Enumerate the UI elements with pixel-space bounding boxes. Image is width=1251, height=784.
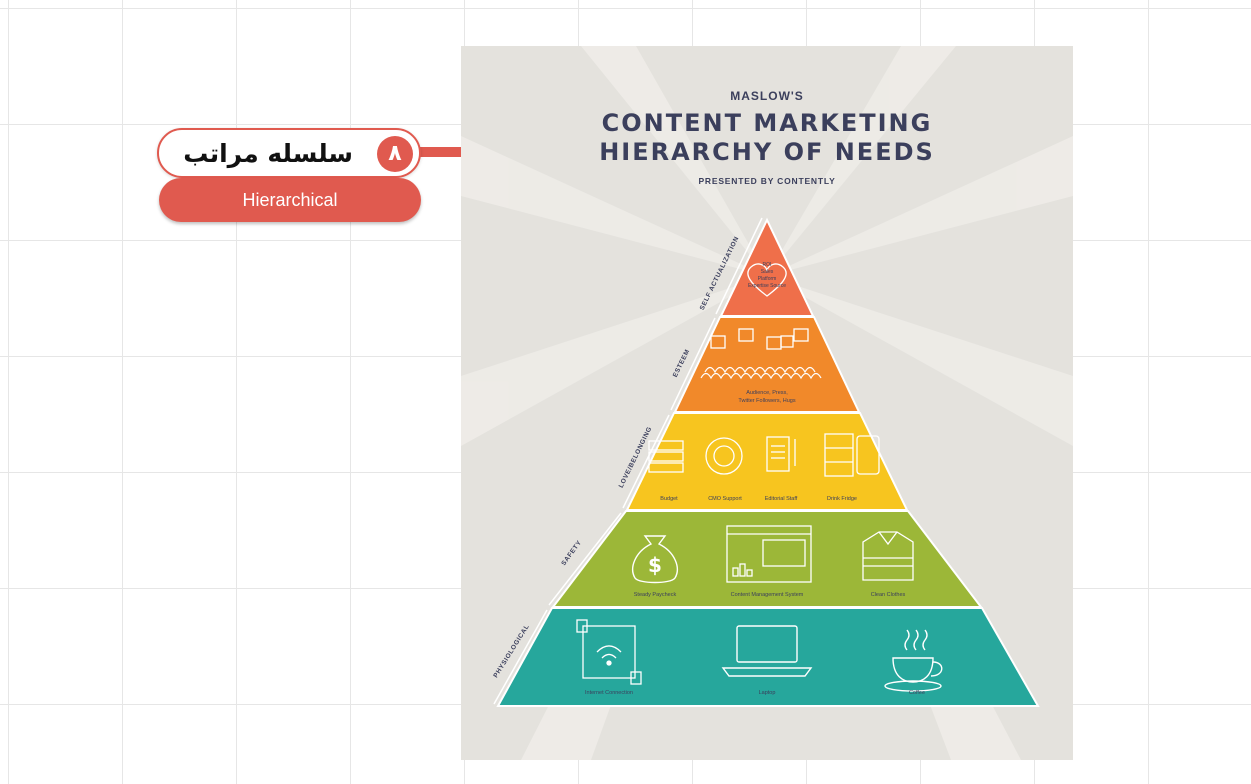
physiological-item-internet: Internet Connection: [585, 690, 633, 696]
shirt-icon: [862, 531, 914, 581]
self-actualization-item-roi: ROI: [763, 262, 772, 268]
love-belonging-item-editorial-staff: Editorial Staff: [765, 496, 798, 502]
hierarchy-badge: سلسله مراتب ٨ Hierarchical: [157, 128, 467, 224]
love-belonging-item-cmo-support: CMO Support: [708, 496, 742, 502]
physiological-item-coffee: Coffee: [909, 690, 925, 696]
badge-connector: [419, 147, 467, 157]
esteem-item-followers: Twitter Followers, Hugs: [738, 398, 795, 404]
poster-title-line1: CONTENT MARKETING: [602, 109, 933, 137]
safety-item-paycheck: Steady Paycheck: [634, 592, 677, 598]
drink-fridge-icon: [824, 433, 880, 477]
poster-pretitle: MASLOW'S: [730, 89, 804, 103]
coffee-cup-icon: [884, 629, 943, 692]
laptop-icon: [721, 625, 813, 677]
poster-byline: PRESENTED BY CONTENTLY: [698, 176, 835, 186]
audience-crowd-icon: [700, 366, 822, 380]
money-bag-icon: $: [632, 535, 678, 584]
cmo-badge-icon: [705, 437, 743, 475]
cms-window-icon: [726, 525, 812, 583]
heart-icon: [747, 263, 787, 297]
badge-number: ٨: [377, 136, 413, 172]
badge-subtitle: Hierarchical: [159, 178, 421, 222]
physiological-item-laptop: Laptop: [759, 690, 776, 696]
svg-text:$: $: [648, 553, 662, 577]
self-actualization-item-platform: Platform: [758, 276, 777, 282]
side-brackets: [493, 217, 763, 705]
internet-connection-icon: [576, 619, 642, 685]
poster-title-line2: HIERARCHY OF NEEDS: [599, 138, 935, 166]
love-belonging-item-drink-fridge: Drink Fridge: [827, 496, 857, 502]
self-actualization-item-expertise: Expertise Source: [748, 283, 786, 289]
badge-title: سلسله مراتب: [183, 139, 353, 168]
speech-bubble-icons: [710, 328, 809, 350]
safety-item-clothes: Clean Clothes: [871, 592, 906, 598]
badge-title-pill: سلسله مراتب ٨: [157, 128, 421, 178]
self-actualization-item-sales: Sales: [761, 269, 774, 275]
esteem-item-audience: Audience, Press,: [746, 390, 788, 396]
safety-item-cms: Content Management System: [731, 592, 804, 598]
editorial-notepad-icon: [766, 436, 796, 472]
love-belonging-item-budget: Budget: [660, 496, 678, 502]
money-stack-icon: [648, 440, 684, 473]
pyramid: [496, 217, 1040, 707]
maslow-poster: MASLOW'S CONTENT MARKETING HIERARCHY OF …: [461, 46, 1073, 760]
